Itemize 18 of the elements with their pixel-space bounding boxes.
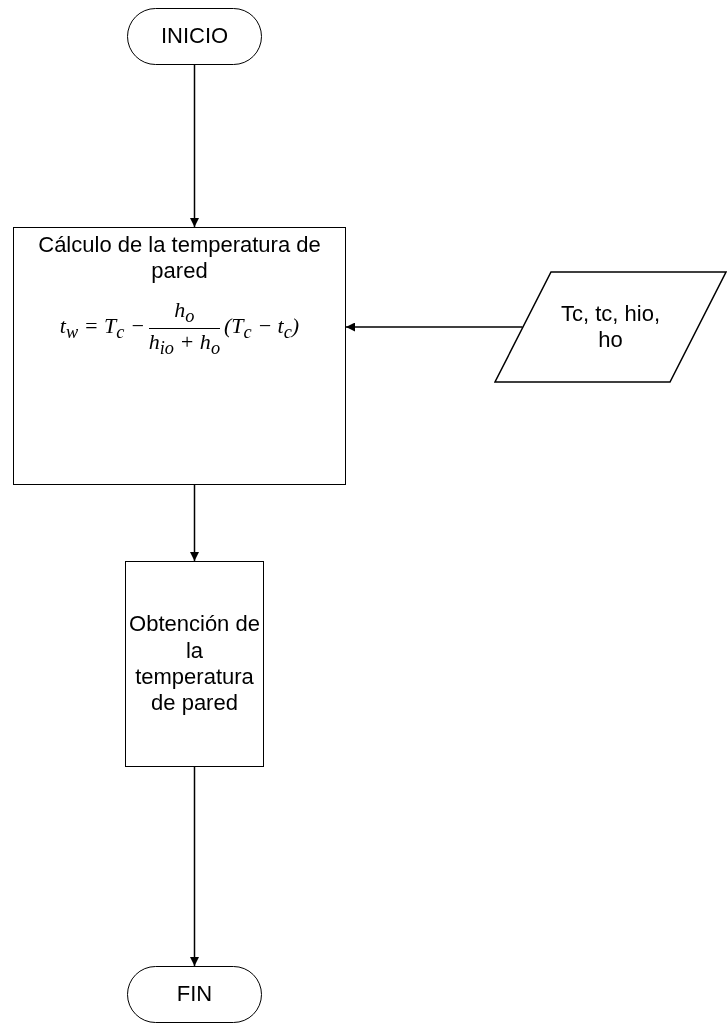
fraction-denominator: h$_{io}$ + h$_{o}$ bbox=[148, 329, 221, 361]
arrow bbox=[345, 322, 524, 332]
formula-text: t$_{w}$ = T$_{c}$ − bbox=[59, 313, 145, 345]
formula-text: (T$_{c}$ − t$_{c}$) bbox=[224, 313, 300, 345]
terminal-shape bbox=[127, 966, 262, 1023]
node-label: Tc, tc, hio, ho bbox=[559, 300, 661, 354]
fraction-numerator: h$_{o}$ bbox=[174, 296, 195, 329]
node-label: INICIO bbox=[160, 23, 229, 50]
node-label: Obtención de la temperatura de pared bbox=[128, 611, 261, 717]
arrow bbox=[190, 766, 199, 967]
node-label: FIN bbox=[176, 981, 213, 1008]
terminal-shape bbox=[127, 8, 262, 65]
arrow bbox=[190, 484, 199, 562]
process-box bbox=[13, 227, 346, 485]
arrow bbox=[190, 64, 199, 228]
process-box bbox=[125, 561, 264, 767]
data-parallelogram bbox=[494, 271, 727, 383]
box-title: Cálculo de la temperatura de pared bbox=[37, 232, 322, 285]
